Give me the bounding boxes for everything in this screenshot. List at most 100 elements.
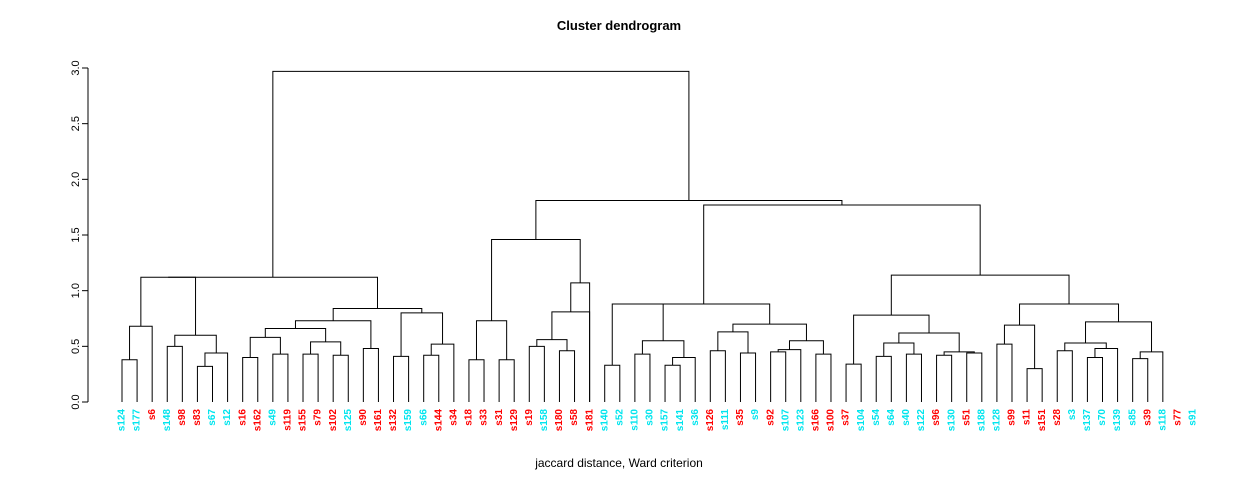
- leaf-label: s110: [630, 409, 641, 431]
- dendrogram-link: [664, 364, 681, 402]
- dendrogram-link: [264, 328, 327, 342]
- dendrogram-link: [966, 352, 983, 402]
- leaf-label: s132: [388, 409, 399, 432]
- dendrogram-link: [717, 331, 749, 354]
- dendrogram-link: [528, 345, 545, 402]
- y-axis-tick-label: 3.0: [70, 60, 82, 75]
- dendrogram-link: [845, 363, 862, 402]
- leaf-label: s118: [1157, 409, 1168, 431]
- dendrogram-link: [788, 340, 824, 355]
- dendrogram-link: [393, 355, 410, 402]
- dendrogram-link: [936, 354, 953, 402]
- y-axis-tick-label: 0.5: [70, 339, 82, 354]
- leaf-label: s11: [1022, 409, 1033, 426]
- leaf-label: s141: [675, 409, 686, 432]
- leaf-label: s128: [992, 409, 1003, 432]
- leaf-label: s107: [780, 409, 791, 432]
- leaf-label: s161: [373, 409, 384, 432]
- leaf-label: s52: [614, 409, 625, 426]
- leaf-label: s90: [358, 409, 369, 426]
- leaf-label: s140: [599, 409, 610, 432]
- leaf-label: s180: [554, 409, 565, 432]
- leaf-label: s6: [147, 409, 158, 421]
- y-axis-tick-label: 1.5: [70, 227, 82, 242]
- leaf-label: s19: [524, 409, 535, 426]
- leaf-label: s188: [976, 409, 987, 432]
- dendrogram-link: [491, 238, 581, 321]
- leaf-label: s159: [403, 409, 414, 432]
- dendrogram-link: [166, 345, 183, 402]
- dendrogram-link: [423, 354, 440, 402]
- leaf-label: s148: [162, 409, 173, 432]
- leaf-label: s36: [690, 409, 701, 426]
- dendrogram-links: [121, 70, 1164, 402]
- leaf-label: s125: [343, 409, 354, 432]
- dendrogram-link: [294, 320, 372, 349]
- dendrogram-link: [174, 334, 217, 354]
- leaf-label: s151: [1037, 409, 1048, 432]
- dendrogram-link: [898, 332, 960, 352]
- dendrogram-link: [204, 352, 229, 402]
- leaf-label: s37: [841, 409, 852, 426]
- leaf-label: s158: [539, 409, 550, 432]
- y-axis-tick-label: 2.0: [70, 172, 82, 187]
- leaf-label: s98: [177, 409, 188, 426]
- dendrogram-link: [570, 282, 591, 402]
- dendrogram-link: [732, 323, 807, 341]
- leaf-label: s99: [1007, 409, 1018, 426]
- dendrogram-link: [703, 204, 981, 305]
- y-axis: 0.0 0.5 1.0 1.5 2.0 2.5 3.0: [70, 60, 89, 410]
- dendrogram-link: [1086, 356, 1103, 402]
- leaf-label: s35: [735, 409, 746, 426]
- dendrogram-link: [168, 276, 378, 309]
- leaf-label: s51: [961, 409, 972, 426]
- leaf-label: s39: [1142, 409, 1153, 426]
- y-axis-tick-label: 1.0: [70, 283, 82, 298]
- dendrogram-link: [1094, 348, 1119, 402]
- leaf-label: s130: [946, 409, 957, 432]
- dendrogram-link: [634, 353, 651, 402]
- leaf-label: s155: [298, 409, 309, 432]
- dendrogram-link: [430, 343, 455, 402]
- leaf-label: s123: [795, 409, 806, 432]
- leaf-label: s162: [252, 409, 263, 432]
- page-title: Cluster dendrogram: [556, 18, 682, 33]
- leaf-label: s122: [916, 409, 927, 432]
- dendrogram-link: [196, 365, 214, 402]
- dendrogram-link: [611, 303, 664, 366]
- leaf-label: s58: [569, 409, 580, 426]
- dendrogram-link: [739, 352, 757, 402]
- dendrogram-link: [400, 312, 444, 357]
- y-axis-tick-label: 2.5: [70, 116, 82, 131]
- leaf-label: s70: [1097, 409, 1108, 426]
- leaf-label: s79: [313, 409, 324, 426]
- dendrogram-link: [468, 359, 485, 402]
- dendrogram-link: [498, 359, 515, 402]
- dendrogram-link: [1026, 368, 1043, 402]
- dendrogram-link: [1132, 358, 1149, 402]
- dendrogram-link: [121, 359, 138, 402]
- leaf-label: s129: [509, 409, 520, 432]
- leaf-label: s33: [479, 409, 490, 426]
- leaf-label: s28: [1052, 409, 1063, 426]
- leaf-label: s54: [871, 409, 882, 426]
- dendrogram-link: [272, 353, 289, 402]
- dendrogram-link: [637, 303, 771, 325]
- dendrogram-link: [332, 354, 349, 402]
- leaf-label: s16: [237, 409, 248, 426]
- dendrogram-link: [672, 356, 696, 402]
- dendrogram-link: [551, 311, 591, 402]
- dendrogram-link: [905, 353, 922, 402]
- leaf-label: s102: [328, 409, 339, 432]
- leaf-label: s64: [886, 409, 897, 426]
- dendrogram-link: [875, 355, 892, 402]
- leaf-label: s111: [720, 409, 731, 431]
- y-axis-tick-label: 0.0: [70, 394, 82, 409]
- leaf-label: s31: [494, 409, 505, 426]
- dendrogram-link: [890, 274, 1070, 316]
- dendrogram-link: [332, 307, 423, 321]
- leaf-label: s83: [192, 409, 203, 426]
